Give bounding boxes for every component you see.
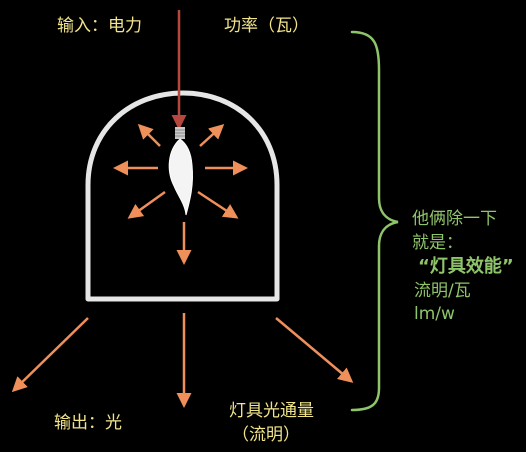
ray-down-right — [197, 190, 239, 219]
power-label: 功率（瓦） — [224, 16, 309, 36]
annotation-line1: 他俩除一下 — [412, 209, 497, 229]
annotation-line2: 就是： — [412, 233, 463, 253]
output-arrow-right — [275, 317, 354, 383]
annotation-line5: lm/w — [414, 304, 455, 324]
outer-light-arrows — [11, 313, 354, 408]
input-label: 输入：电力 — [57, 16, 142, 36]
ray-up-left — [137, 123, 161, 147]
inner-light-arrows — [113, 123, 248, 265]
flux-label-line1: 灯具光通量 — [229, 401, 314, 421]
bulb-icon — [168, 127, 193, 216]
output-arrow-left — [11, 317, 89, 393]
output-label: 输出：光 — [54, 413, 122, 433]
annotation-highlight: “灯具效能” — [418, 256, 514, 277]
flux-label-line2: （流明） — [232, 425, 300, 445]
grouping-brace — [350, 30, 399, 412]
ray-up-right — [199, 123, 225, 147]
ray-down-left — [127, 190, 166, 219]
annotation-line4: 流明/瓦 — [414, 281, 471, 301]
fixture-outline — [85, 90, 280, 302]
